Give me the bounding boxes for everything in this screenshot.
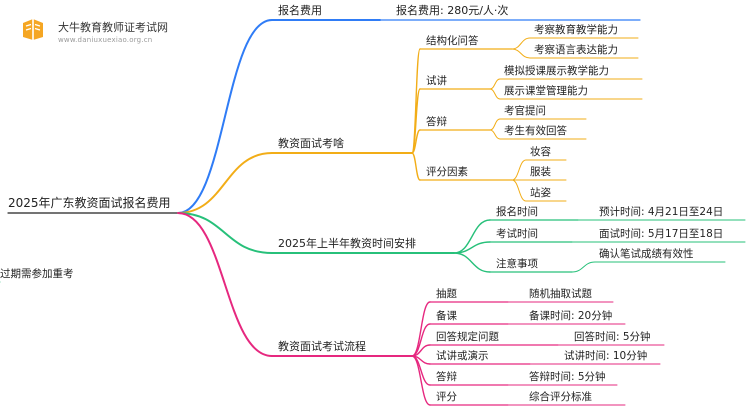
subbranch-node: 抽题	[436, 287, 457, 300]
brand-name: 大牛教育教师证考试网	[58, 21, 168, 34]
leaf-node: 考官提问	[504, 104, 546, 117]
subbranch-node: 答辩	[436, 370, 457, 383]
leaf-node: 模拟授课展示教学能力	[504, 64, 609, 77]
book-logo-icon	[23, 19, 43, 40]
leaf-node: 考生有效回答	[504, 124, 567, 137]
subbranch-node: 答辩	[426, 115, 447, 128]
subbranch-node: 备课	[436, 309, 457, 322]
leaf-connector	[489, 78, 501, 90]
subbranch-connector	[453, 252, 491, 273]
brand-url: www.daniuxuexiao.org.cn	[58, 36, 153, 44]
branch-connector	[177, 212, 273, 357]
leaf-node: 考察教育教学能力	[534, 23, 618, 36]
leaf-connector	[489, 118, 501, 131]
branch-node: 报名费用	[278, 3, 322, 17]
leaf-node: 预计时间: 4月21日至24日	[599, 205, 723, 218]
branch-node: 教资面试考啥	[278, 136, 344, 150]
leaf-node: 确认笔试成绩有效性	[599, 247, 694, 260]
branch-connector	[177, 152, 273, 214]
leaf-node: 备课时间: 20分钟	[529, 309, 612, 322]
leaf-node: 综合评分标准	[529, 390, 592, 403]
branch-connector	[177, 212, 273, 254]
leaf-connector	[511, 37, 531, 50]
subbranch-node: 试讲	[426, 74, 447, 87]
subbranch-connector	[411, 129, 421, 154]
leaf-node: 展示课堂管理能力	[504, 84, 588, 97]
leaf-node: 考察语言表达能力	[534, 43, 618, 56]
subbranch-node: 考试时间	[496, 227, 538, 240]
root-node: 2025年广东教资面试报名费用	[8, 195, 171, 210]
branch-node: 教资面试考试流程	[278, 339, 366, 353]
leaf-node: 过期需参加重考	[0, 267, 74, 280]
subbranch-node: 注意事项	[496, 257, 538, 270]
leaf-node: 妆容	[530, 145, 551, 158]
leaf-node: 站姿	[530, 186, 551, 199]
leaf-connector	[489, 129, 501, 140]
leaf-connector	[571, 261, 596, 273]
leaf-node: 随机抽取试题	[529, 287, 592, 300]
subbranch-node: 评分	[436, 391, 457, 403]
subbranch-connector	[411, 48, 421, 154]
leaf-node: 服装	[530, 165, 551, 178]
subbranch-connector	[411, 355, 431, 406]
subbranch-node: 试讲或演示	[436, 349, 489, 362]
leaf-connector	[511, 179, 527, 202]
subbranch-connector	[411, 152, 421, 181]
branch-connector	[177, 19, 273, 214]
subbranch-connector	[411, 301, 431, 357]
leaf-connector	[511, 159, 527, 181]
brand-header: 大牛教育教师证考试网 www.daniuxuexiao.org.cn	[14, 10, 244, 50]
leaf-connector	[489, 88, 501, 100]
leaf-node: 回答时间: 5分钟	[574, 330, 651, 343]
leaf-node: 报名费用: 280元/人·次	[396, 3, 508, 17]
subbranch-node: 结构化问答	[426, 34, 479, 47]
leaf-node: 面试时间: 5月17日至18日	[599, 227, 723, 240]
leaf-connector	[511, 48, 531, 59]
branch-node: 2025年上半年教资时间安排	[278, 236, 416, 250]
subbranch-node: 评分因素	[426, 165, 468, 178]
subbranch-node: 报名时间	[496, 205, 538, 218]
leaf-node: 答辩时间: 5分钟	[529, 370, 606, 383]
subbranch-node: 回答规定问题	[436, 330, 499, 343]
leaf-node: 试讲时间: 10分钟	[564, 349, 647, 362]
